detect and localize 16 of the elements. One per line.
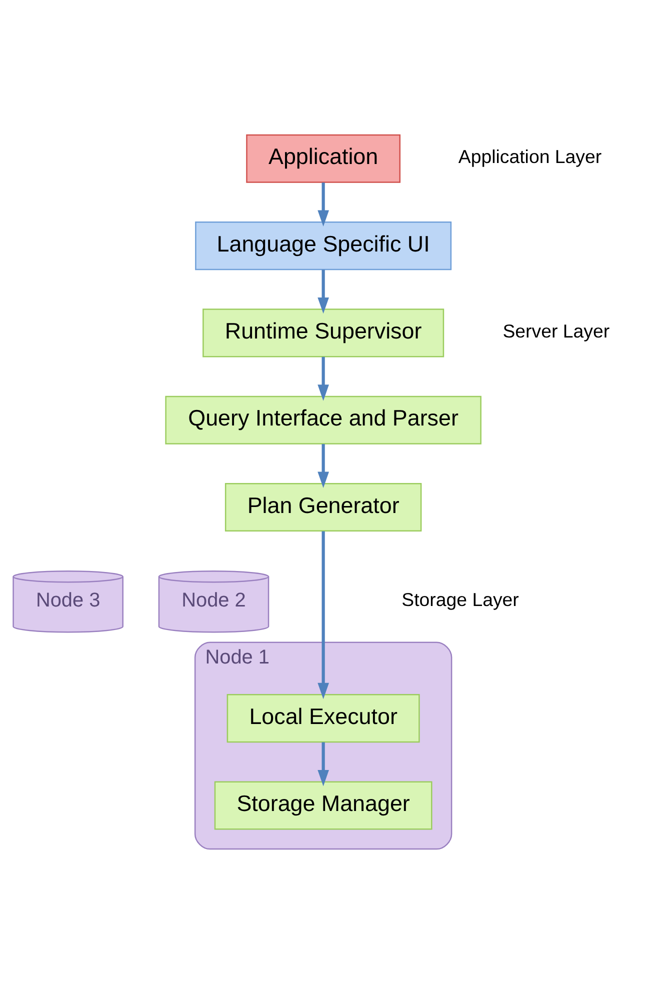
arrow	[318, 530, 329, 699]
arrow	[318, 356, 329, 400]
label: Server Layer	[502, 320, 610, 341]
node-box: Query Interface and Parser	[165, 395, 482, 444]
node-box: Runtime Supervisor	[202, 308, 444, 357]
node-box: Storage Manager	[214, 780, 432, 830]
arrow	[318, 444, 329, 488]
label: Storage Layer	[402, 588, 519, 610]
arrow	[318, 182, 329, 226]
node-box: Local Executor	[226, 694, 420, 742]
node-box: Language Specific UI	[195, 221, 452, 270]
arrow	[318, 742, 329, 786]
arrow	[318, 269, 329, 314]
node-box: Application	[246, 134, 400, 182]
label: Application Layer	[458, 145, 602, 166]
node-box: Plan Generator	[224, 482, 422, 532]
